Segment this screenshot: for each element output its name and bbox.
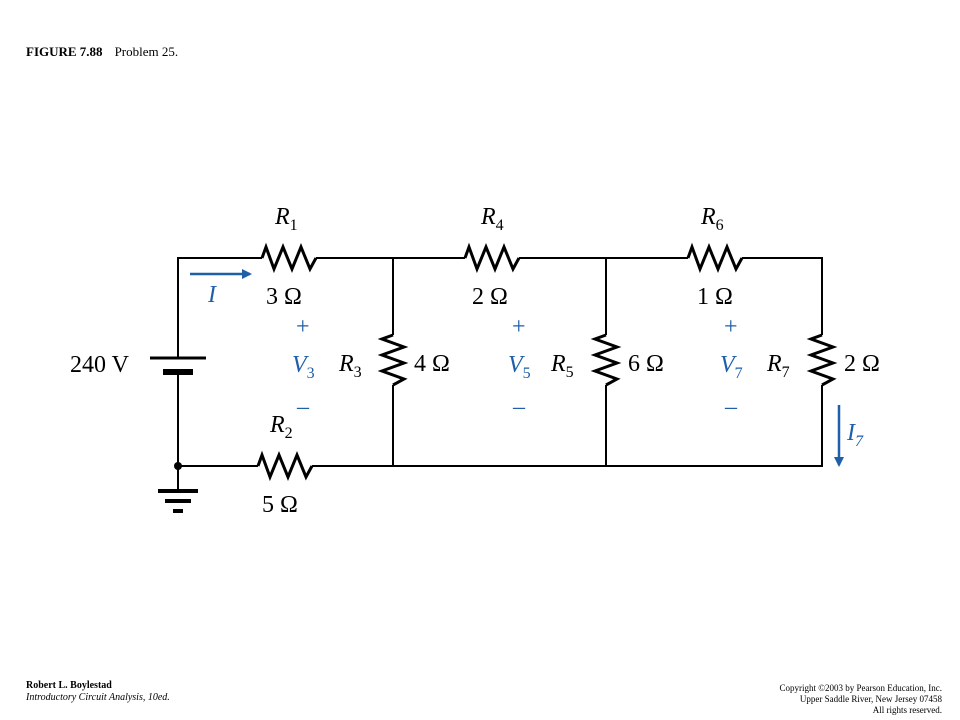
v3-plus: + xyxy=(296,314,310,340)
figure-number: FIGURE 7.88 xyxy=(26,44,103,59)
r3-name: R3 xyxy=(338,351,362,381)
r5-name: R5 xyxy=(550,351,574,381)
r2-resistor xyxy=(256,450,314,482)
r2-name: R2 xyxy=(269,412,293,442)
v5-minus: – xyxy=(512,394,526,420)
battery-symbol xyxy=(150,356,206,375)
r7-name: R7 xyxy=(766,351,790,381)
r3-resistor xyxy=(377,333,409,387)
r2-value: 5 Ω xyxy=(262,492,298,518)
r5-value: 6 Ω xyxy=(628,351,664,377)
ground-node xyxy=(174,462,182,470)
current-i-label: I xyxy=(207,282,217,308)
copyright-line: All rights reserved. xyxy=(872,705,942,715)
v7-minus: – xyxy=(724,394,738,420)
v7-plus: + xyxy=(724,314,738,340)
v3-label: V3 xyxy=(292,352,315,382)
r6-value: 1 Ω xyxy=(697,284,733,310)
figure-caption: FIGURE 7.88 Problem 25. xyxy=(26,44,178,60)
current-i7-label: I7 xyxy=(846,420,864,450)
source-label: 240 V xyxy=(70,352,130,378)
r4-resistor xyxy=(463,242,521,274)
footer-credits: Robert L. Boylestad Introductory Circuit… xyxy=(26,680,170,704)
r6-resistor xyxy=(686,242,744,274)
r6-name: R6 xyxy=(700,204,724,234)
book-title: Introductory Circuit Analysis, 10ed. xyxy=(26,692,170,703)
r4-name: R4 xyxy=(480,204,504,234)
copyright-line: Copyright ©2003 by Pearson Education, In… xyxy=(779,683,942,693)
r1-name: R1 xyxy=(274,204,298,234)
r3-value: 4 Ω xyxy=(414,351,450,377)
v5-plus: + xyxy=(512,314,526,340)
r4-value: 2 Ω xyxy=(472,284,508,310)
figure-title: Problem 25. xyxy=(114,44,179,59)
copyright-line: Upper Saddle River, New Jersey 07458 xyxy=(799,694,942,704)
r7-resistor xyxy=(806,333,838,387)
r5-resistor xyxy=(590,333,622,387)
copyright-notice: Copyright ©2003 by Pearson Education, In… xyxy=(779,683,942,716)
r1-value: 3 Ω xyxy=(266,284,302,310)
top-wire xyxy=(177,257,823,358)
author-name: Robert L. Boylestad xyxy=(26,680,112,691)
r1-resistor xyxy=(260,242,318,274)
r7-value: 2 Ω xyxy=(844,351,880,377)
v3-minus: – xyxy=(296,394,310,420)
v5-label: V5 xyxy=(508,352,531,382)
v7-label: V7 xyxy=(720,352,743,382)
ground-icon xyxy=(158,489,198,513)
